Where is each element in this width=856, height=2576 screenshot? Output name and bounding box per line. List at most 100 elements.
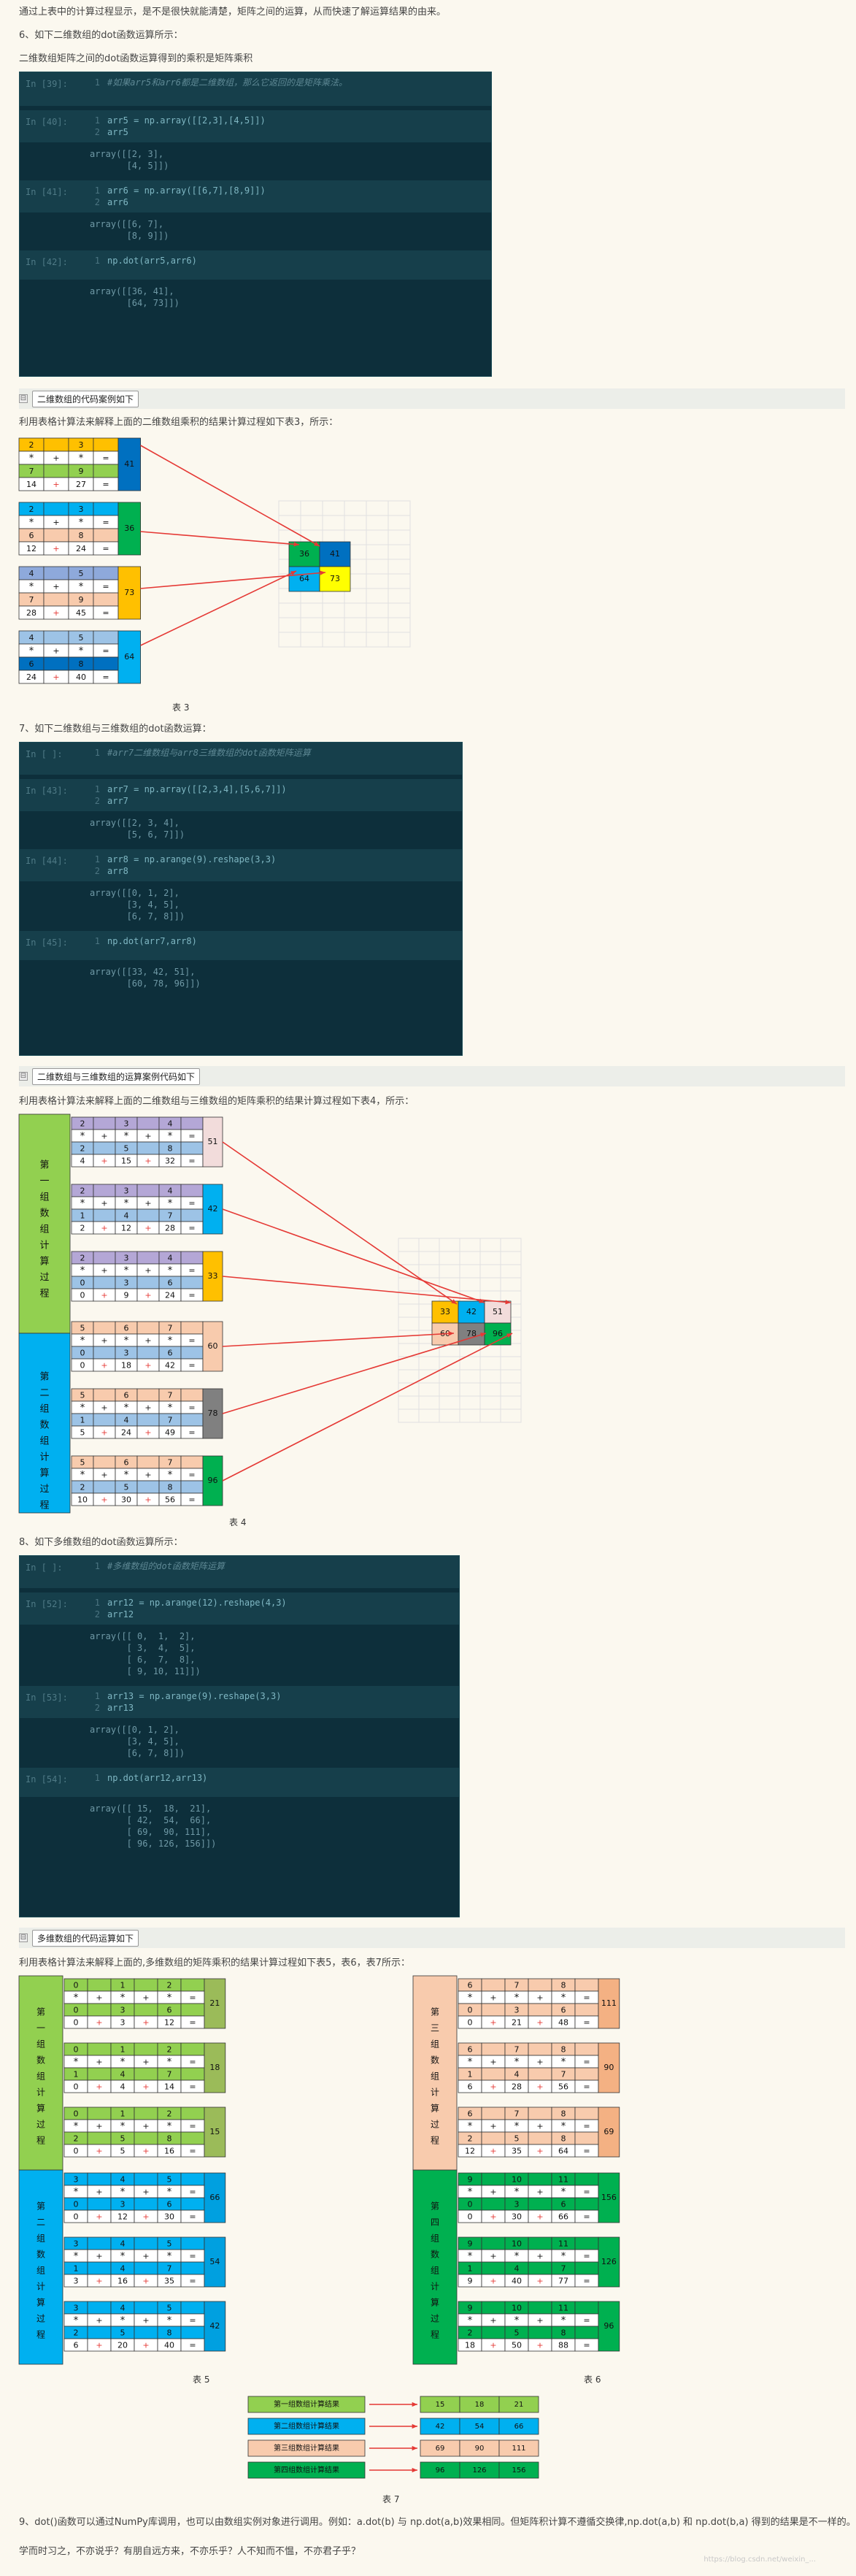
nb3-out-54: array([[ 15, 18, 21], [ 42, 54, 66], [ 6… — [90, 1803, 217, 1849]
op-mul: * — [468, 2121, 473, 2132]
table-cell — [528, 2236, 552, 2250]
table-cell — [136, 1480, 160, 1494]
notebook-1: In [39]: 1#如果arr5和arr6都是二维数组，那么它返回的是矩阵乘法… — [19, 72, 492, 377]
cell-text: 14 — [164, 2082, 174, 2092]
op-eq: = — [583, 2341, 590, 2350]
op-mul: * — [120, 2251, 126, 2262]
cell-text: 0 — [80, 1279, 85, 1288]
table-cell — [180, 2067, 205, 2081]
cell-text: 2 — [74, 2328, 79, 2338]
cell-text: 0 — [468, 2006, 473, 2015]
grid-cell — [366, 602, 389, 618]
table-cell — [136, 1116, 160, 1130]
table-cell — [180, 1455, 204, 1469]
toggle-code-2[interactable]: ⊟ 二维数组与三维数组的运算案例代码如下 — [19, 1067, 201, 1085]
table-cell — [134, 2301, 158, 2315]
cell-text: 28 — [512, 2082, 522, 2092]
cell-text: 20 — [117, 2341, 128, 2350]
table-cell — [136, 1346, 160, 1360]
op-plus: + — [490, 2018, 496, 2028]
group-label-char: 数 — [39, 1208, 49, 1219]
cell-text: 0 — [80, 1349, 85, 1358]
arrow-head — [293, 542, 299, 547]
cell-text: 7 — [167, 2264, 172, 2274]
table-cell — [528, 2131, 552, 2145]
op-plus: + — [96, 2147, 102, 2156]
op-plus: + — [101, 1291, 107, 1300]
op-eq: = — [188, 1266, 195, 1276]
arrow-line — [140, 572, 326, 589]
cell-text: 30 — [121, 1495, 131, 1505]
op-mul: * — [168, 1198, 173, 1209]
cell-text: 0 — [80, 1361, 85, 1371]
op-plus: + — [536, 2082, 543, 2092]
op-mul: * — [514, 2057, 520, 2068]
op-plus: + — [490, 2122, 496, 2131]
cell-text: 15 — [121, 1157, 131, 1166]
cell-text: 0 — [80, 1291, 85, 1300]
result-cell — [202, 1116, 223, 1168]
op-mul: * — [468, 2187, 473, 2198]
cell-text: 7 — [29, 467, 34, 476]
result-group-label-text: 第一组数组计算结果 — [274, 2399, 339, 2409]
nb2-cell-empty[interactable]: In [ ]: 1#arr7二维数组与arr8三维数组的dot函数矩阵运算 — [20, 743, 462, 775]
grid-cell — [387, 573, 411, 589]
table-cell — [136, 1321, 160, 1335]
op-eq: = — [583, 2188, 590, 2197]
section6-subtitle: 二维数组矩阵之间的dot函数运算得到的乘积是矩阵乘积 — [19, 53, 253, 64]
grid-cell — [387, 515, 411, 531]
cell-text: 6 — [168, 1279, 173, 1288]
table7-caption: 表 7 — [382, 2494, 400, 2504]
result-matrix-cell — [458, 1300, 485, 1324]
op-plus: + — [536, 2252, 543, 2261]
op-mul: * — [514, 2251, 520, 2262]
toggle-code-1[interactable]: ⊟ 二维数组的代码案例如下 — [19, 390, 139, 407]
cell-text: 5 — [167, 2304, 172, 2313]
cell-text: 11 — [558, 2239, 568, 2249]
cell-text: 28 — [165, 1224, 175, 1233]
result-cell — [598, 2301, 620, 2352]
result-group-label — [247, 2418, 366, 2435]
op-eq: = — [188, 1403, 195, 1413]
toggle-code-3[interactable]: ⊟ 多维数组的代码运算如下 — [19, 1929, 139, 1947]
outro-text: 学而时习之，不亦说乎？有朋自远方来，不亦乐乎？人不知而不愠，不亦君子乎？ — [19, 2546, 361, 2557]
group-label-char: 第 — [431, 2201, 439, 2212]
op-plus: + — [536, 1993, 543, 2003]
op-mul: * — [74, 1993, 79, 2004]
grid-cell — [398, 1316, 420, 1331]
expand-icon[interactable]: ⊟ — [19, 1933, 28, 1942]
op-plus: + — [101, 1428, 107, 1438]
grid-cell — [459, 1369, 481, 1384]
cell-text: 7 — [168, 1458, 173, 1468]
cell-text: 3 — [124, 1187, 129, 1196]
nb3-cell-empty[interactable]: In [ ]: 1#多维数组的dot函数矩阵运算 — [20, 1556, 459, 1588]
table-cell — [43, 464, 69, 478]
expand-icon[interactable]: ⊟ — [19, 394, 28, 403]
group-label-char: 数 — [431, 2249, 439, 2260]
cell-text: 4 — [168, 1119, 173, 1129]
nb1-cell-39[interactable]: In [39]: 1#如果arr5和arr6都是二维数组，那么它返回的是矩阵乘法… — [20, 72, 491, 106]
cell-text: 7 — [514, 2109, 520, 2119]
table-cell — [528, 2301, 552, 2315]
op-mul: * — [124, 1131, 129, 1142]
cell-text: 1 — [120, 2045, 126, 2055]
cell-text: 3 — [120, 2018, 126, 2028]
cell-text: 8 — [168, 1483, 173, 1492]
expand-icon[interactable]: ⊟ — [19, 1072, 28, 1081]
grid-cell — [439, 1343, 460, 1357]
group-label-char: 计 — [36, 2088, 45, 2098]
cell-text: 1 — [74, 2264, 79, 2274]
op-mul: * — [29, 582, 34, 593]
op-plus: + — [536, 2147, 543, 2156]
op-plus: + — [96, 2018, 102, 2028]
cell-text: 6 — [468, 2082, 473, 2092]
